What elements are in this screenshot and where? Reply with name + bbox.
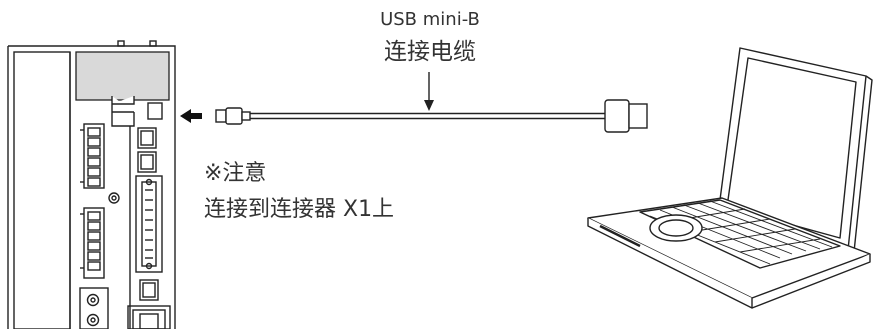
- usb-cable-icon: [215, 99, 648, 133]
- note-title: ※注意: [204, 161, 267, 186]
- arrow-down-icon: [424, 72, 434, 111]
- servo-driver-icon: [7, 40, 176, 329]
- cable-name-label: 连接电缆: [384, 39, 476, 65]
- arrow-left-icon: [180, 109, 202, 123]
- note-text: 连接到连接器 X1上: [204, 197, 395, 222]
- cable-type-label: USB mini-B: [380, 9, 480, 30]
- laptop-icon: [587, 47, 873, 309]
